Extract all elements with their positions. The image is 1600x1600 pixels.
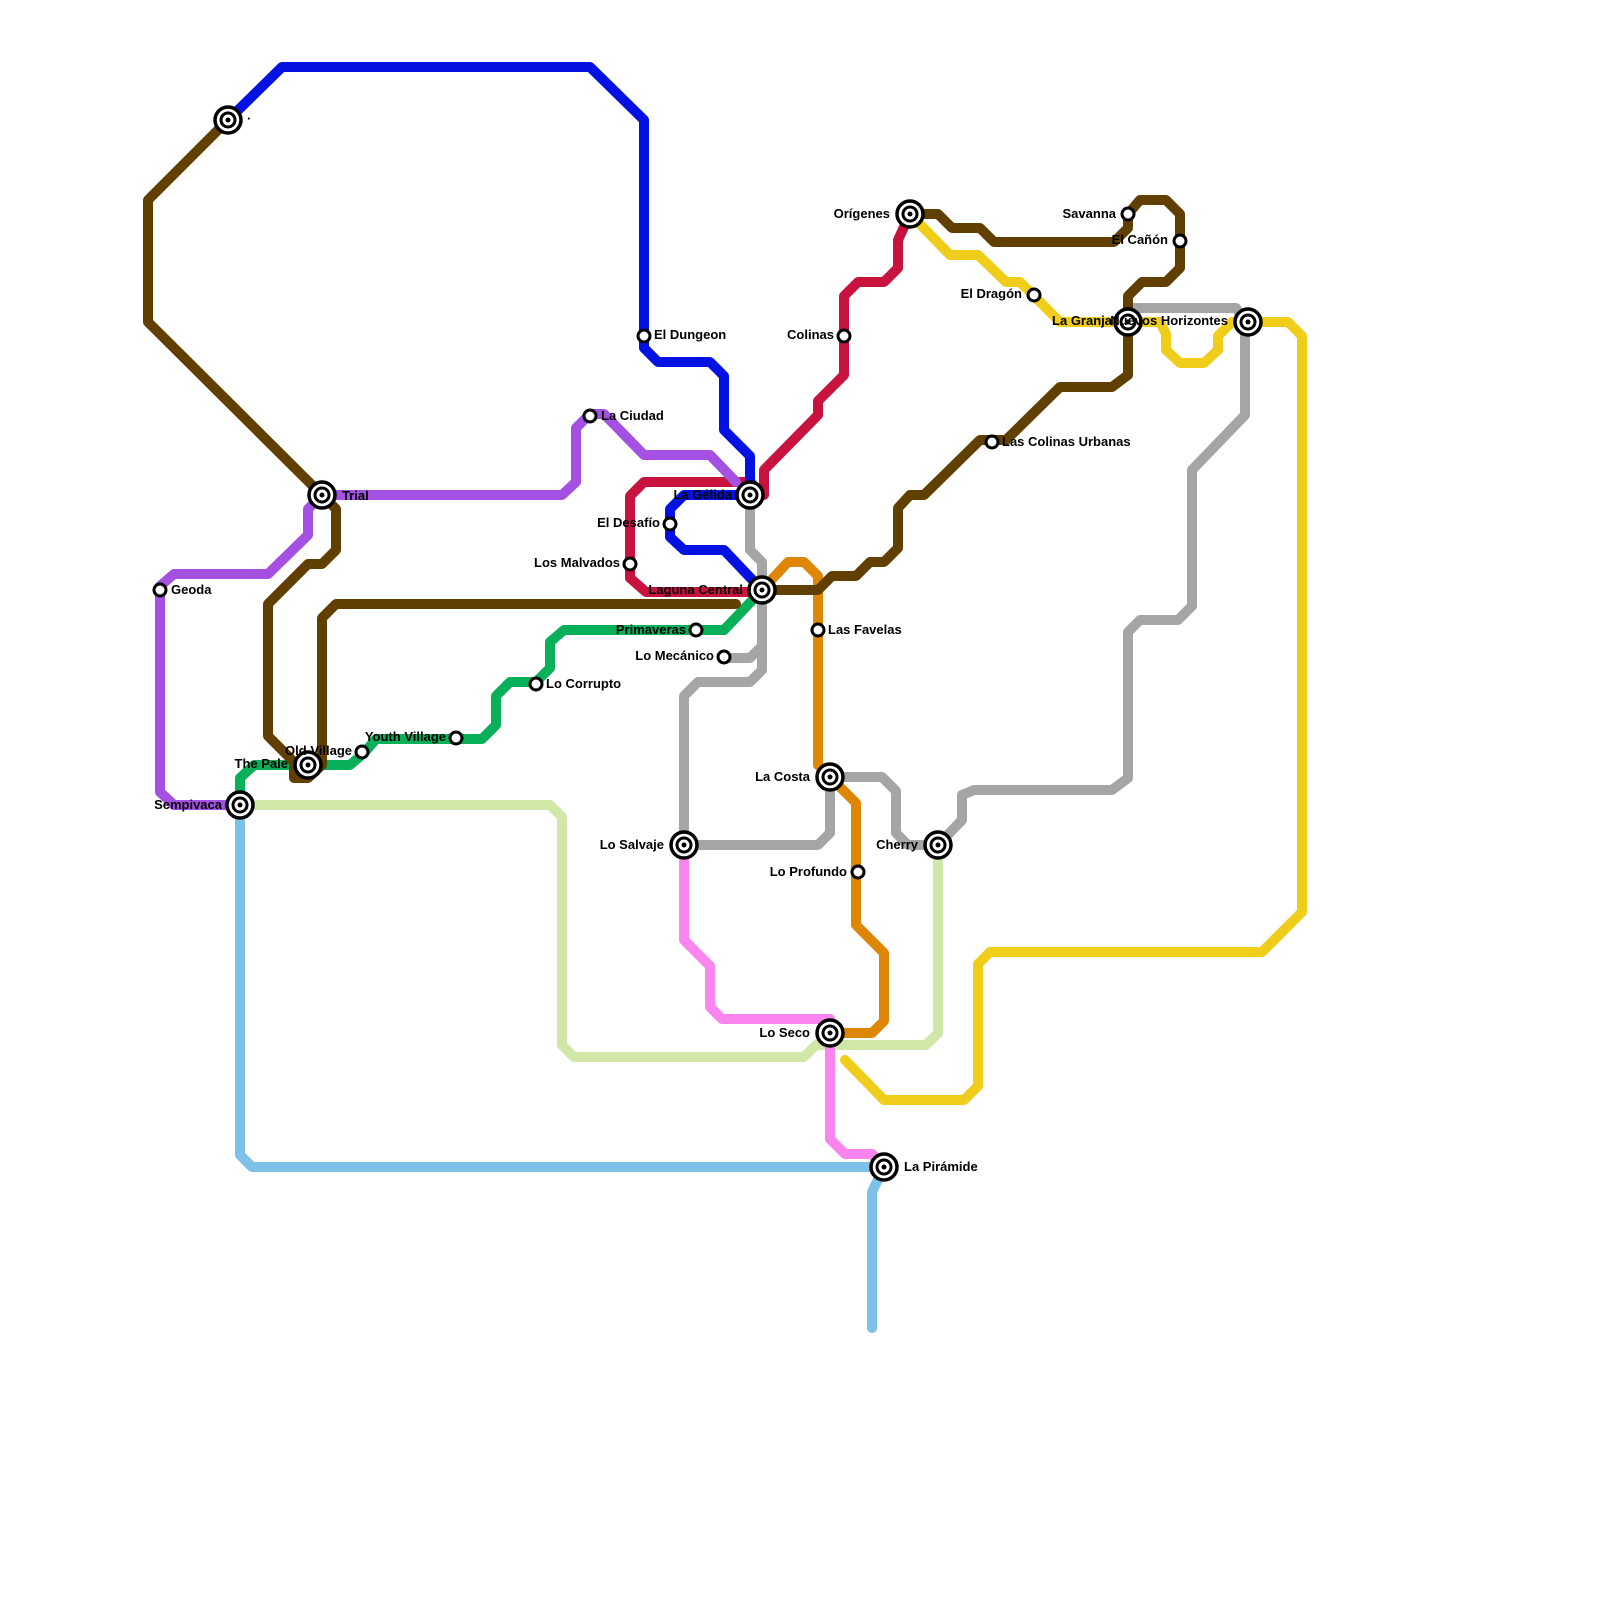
stop-geoda[interactable] xyxy=(152,582,168,598)
line-purple xyxy=(155,409,741,810)
stop-el-dungeon[interactable] xyxy=(636,328,652,344)
label-el-dragon: El Dragón xyxy=(961,286,1022,301)
yellow-line-path xyxy=(840,209,1307,1105)
label-el-canon: El Cañón xyxy=(1112,232,1168,247)
label-la-gelida: La Gélida xyxy=(673,487,732,502)
line-light-green xyxy=(235,800,943,1062)
line-orange xyxy=(757,557,889,1038)
label-la-costa: La Costa xyxy=(755,769,811,784)
crimson-line-path xyxy=(625,209,915,597)
interchange-cherry[interactable] xyxy=(923,830,953,860)
interchange-laguna-central[interactable] xyxy=(747,575,777,605)
label-origenes: Orígenes xyxy=(834,206,890,221)
stop-old-village[interactable] xyxy=(354,744,370,760)
label-cherry: Cherry xyxy=(876,837,919,852)
label-colinas: Colinas xyxy=(787,327,834,342)
label-trial: Trial xyxy=(342,488,369,503)
label-youth-village: Youth Village xyxy=(365,729,446,744)
interchange-top-left[interactable] xyxy=(213,105,243,135)
brown-line-path-a xyxy=(143,115,741,783)
stop-colinas[interactable] xyxy=(836,328,852,344)
stop-youth-village[interactable] xyxy=(448,730,464,746)
interchange-la-gelida[interactable] xyxy=(735,480,765,510)
interchange-la-granja[interactable] xyxy=(1113,307,1143,337)
stop-el-dragon[interactable] xyxy=(1026,287,1042,303)
line-sky-blue xyxy=(235,800,889,1333)
blue-line-path xyxy=(223,62,767,595)
label-nuevos-horizontes: Nuevos Horizontes xyxy=(1110,313,1228,328)
label-geoda: Geoda xyxy=(171,582,212,597)
stop-las-colinas-urbanas[interactable] xyxy=(984,434,1000,450)
purple-line-path xyxy=(155,409,741,810)
line-blue xyxy=(223,62,767,595)
stop-el-desafio[interactable] xyxy=(662,516,678,532)
label-la-piramide: La Pirámide xyxy=(904,1159,978,1174)
label-lo-seco: Lo Seco xyxy=(759,1025,810,1040)
stop-las-favelas[interactable] xyxy=(810,622,826,638)
stop-lo-corrupto[interactable] xyxy=(528,676,544,692)
interchange-la-costa[interactable] xyxy=(815,762,845,792)
grey-line-branch-path xyxy=(719,641,767,663)
label-el-dungeon: El Dungeon xyxy=(654,327,726,342)
label-primaveras: Primaveras xyxy=(616,622,686,637)
label-old-village: Old Village xyxy=(285,743,352,758)
label-lo-profundo: Lo Profundo xyxy=(770,864,847,879)
pink-line-path xyxy=(679,840,889,1172)
interchange-nuevos-horizontes[interactable] xyxy=(1233,307,1263,337)
interchange-lo-seco[interactable] xyxy=(815,1018,845,1048)
label-savanna: Savanna xyxy=(1063,206,1117,221)
line-brown xyxy=(143,115,1185,783)
stop-primaveras[interactable] xyxy=(688,622,704,638)
label-la-granja: La Granja xyxy=(1052,313,1113,328)
line-pink xyxy=(679,840,889,1172)
stop-los-malvados[interactable] xyxy=(622,556,638,572)
label-lo-mecanico: Lo Mecánico xyxy=(635,648,714,663)
orange-line-path xyxy=(757,557,889,1038)
sky-blue-line-path xyxy=(235,800,889,1333)
label-las-colinas-urbanas: Las Colinas Urbanas xyxy=(1002,434,1131,449)
label-las-favelas: Las Favelas xyxy=(828,622,902,637)
line-yellow xyxy=(840,209,1307,1105)
label-the-pale: The Pale xyxy=(235,756,288,771)
label-lo-corrupto: Lo Corrupto xyxy=(546,676,621,691)
stop-lo-mecanico[interactable] xyxy=(716,649,732,665)
label-los-malvados: Los Malvados xyxy=(534,555,620,570)
label-top-left: · xyxy=(247,111,251,126)
stop-la-ciudad[interactable] xyxy=(582,408,598,424)
line-grey xyxy=(679,303,1250,850)
stop-el-canon[interactable] xyxy=(1172,233,1188,249)
light-green-line-path xyxy=(235,800,943,1062)
interchange-origenes[interactable] xyxy=(895,199,925,229)
interchange-the-pale[interactable] xyxy=(293,750,323,780)
label-lo-salvaje: Lo Salvaje xyxy=(600,837,664,852)
interchange-la-piramide[interactable] xyxy=(869,1152,899,1182)
grey-line-path xyxy=(679,303,1250,850)
interchange-sempivaca[interactable] xyxy=(225,790,255,820)
stop-lo-profundo[interactable] xyxy=(850,864,866,880)
label-sempivaca: Sempivaca xyxy=(154,797,223,812)
interchange-trial[interactable] xyxy=(307,480,337,510)
label-la-ciudad: La Ciudad xyxy=(601,408,664,423)
stop-savanna[interactable] xyxy=(1120,206,1136,222)
label-el-desafio: El Desafío xyxy=(597,515,660,530)
line-crimson xyxy=(625,209,915,597)
label-laguna-central: Laguna Central xyxy=(648,582,743,597)
interchange-lo-salvaje[interactable] xyxy=(669,830,699,860)
